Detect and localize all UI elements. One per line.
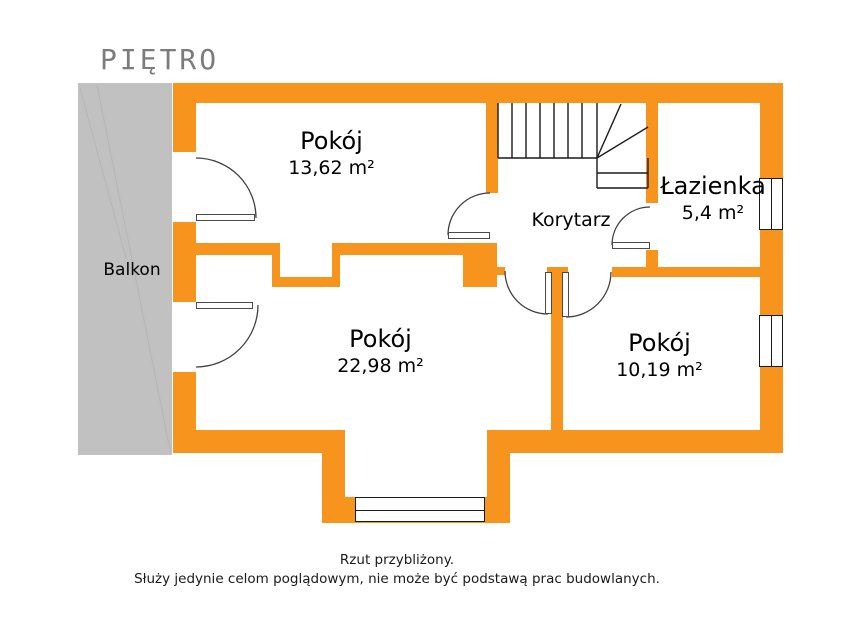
door-leaf-small-room <box>562 272 569 317</box>
door-leaf-big-room <box>545 272 552 314</box>
room-name: Pokój <box>349 325 412 353</box>
disclaimer-line2: Służy jedynie celom poglądowym, nie może… <box>134 570 660 587</box>
wall-left-upper <box>173 83 196 152</box>
room-label-bathroom: Łazienka 5,4 m² <box>648 172 778 225</box>
window-bathroom <box>759 178 783 230</box>
disclaimer-line1: Rzut przybliżony. <box>339 552 455 568</box>
door-leaf-balcony-top-room <box>196 214 255 221</box>
room-label-corridor: Korytarz <box>531 209 611 231</box>
room-label-big: Pokój 22,98 m² <box>298 325 463 378</box>
window-small-room <box>759 315 783 367</box>
wall-interior-top-a <box>196 243 280 255</box>
balcony-label: Balkon <box>103 260 161 280</box>
room-area: 22,98 m² <box>337 355 424 377</box>
wall-bathdoor-stub <box>646 250 658 267</box>
floor-title: PIĘTRO <box>100 43 220 76</box>
door-leaf-bathroom <box>612 242 650 249</box>
wall-top <box>173 83 783 103</box>
wall-bathroom-bottom <box>612 267 760 277</box>
window-bay <box>355 497 485 522</box>
balcony-area <box>78 83 172 455</box>
wall-bottom-right <box>487 430 783 453</box>
balcony-hatch-lines <box>79 84 171 451</box>
stairs <box>497 103 649 189</box>
wall-left-middle <box>173 222 196 302</box>
bay-wall-right <box>487 443 510 523</box>
room-area: 10,19 m² <box>616 359 703 381</box>
room-name: Pokój <box>300 127 363 155</box>
room-name: Łazienka <box>660 172 766 200</box>
wall-central-stub <box>547 267 568 274</box>
door-arc-big-room <box>504 270 549 315</box>
wall-notch-bottom <box>272 277 340 287</box>
door-leaf-balcony-big-room <box>196 302 253 309</box>
door-arc-corridor-top-room <box>447 192 491 236</box>
wall-stairs-bathroom <box>646 103 658 203</box>
room-area: 5,4 m² <box>681 202 745 224</box>
wall-notch-left <box>272 243 280 287</box>
door-arc-balcony-big-room <box>195 304 259 368</box>
room-label-small: Pokój 10,19 m² <box>577 329 742 382</box>
window-divider <box>771 179 772 229</box>
disclaimer: Rzut przybliżony. Służy jedynie celom po… <box>0 551 794 588</box>
wall-notch-right <box>332 243 340 287</box>
bay-wall-left <box>322 443 345 523</box>
room-area: 13,62 m² <box>288 157 375 179</box>
wall-bottom-left <box>173 430 345 453</box>
window-divider <box>356 509 484 511</box>
wall-block-corridor-sw <box>463 243 497 287</box>
window-divider <box>771 316 772 366</box>
door-leaf-corridor-top-room <box>448 232 490 239</box>
door-arc-balcony-top-room <box>195 157 257 219</box>
room-name: Pokój <box>628 329 691 357</box>
wall-interior-top-b <box>332 243 463 255</box>
wall-central <box>551 272 563 432</box>
door-arc-small-room <box>565 271 612 318</box>
wall-toproom-corridor <box>486 103 498 193</box>
door-arc-bathroom <box>611 206 651 246</box>
room-label-top: Pokój 13,62 m² <box>249 127 414 180</box>
wall-nub-corridor <box>497 267 505 275</box>
